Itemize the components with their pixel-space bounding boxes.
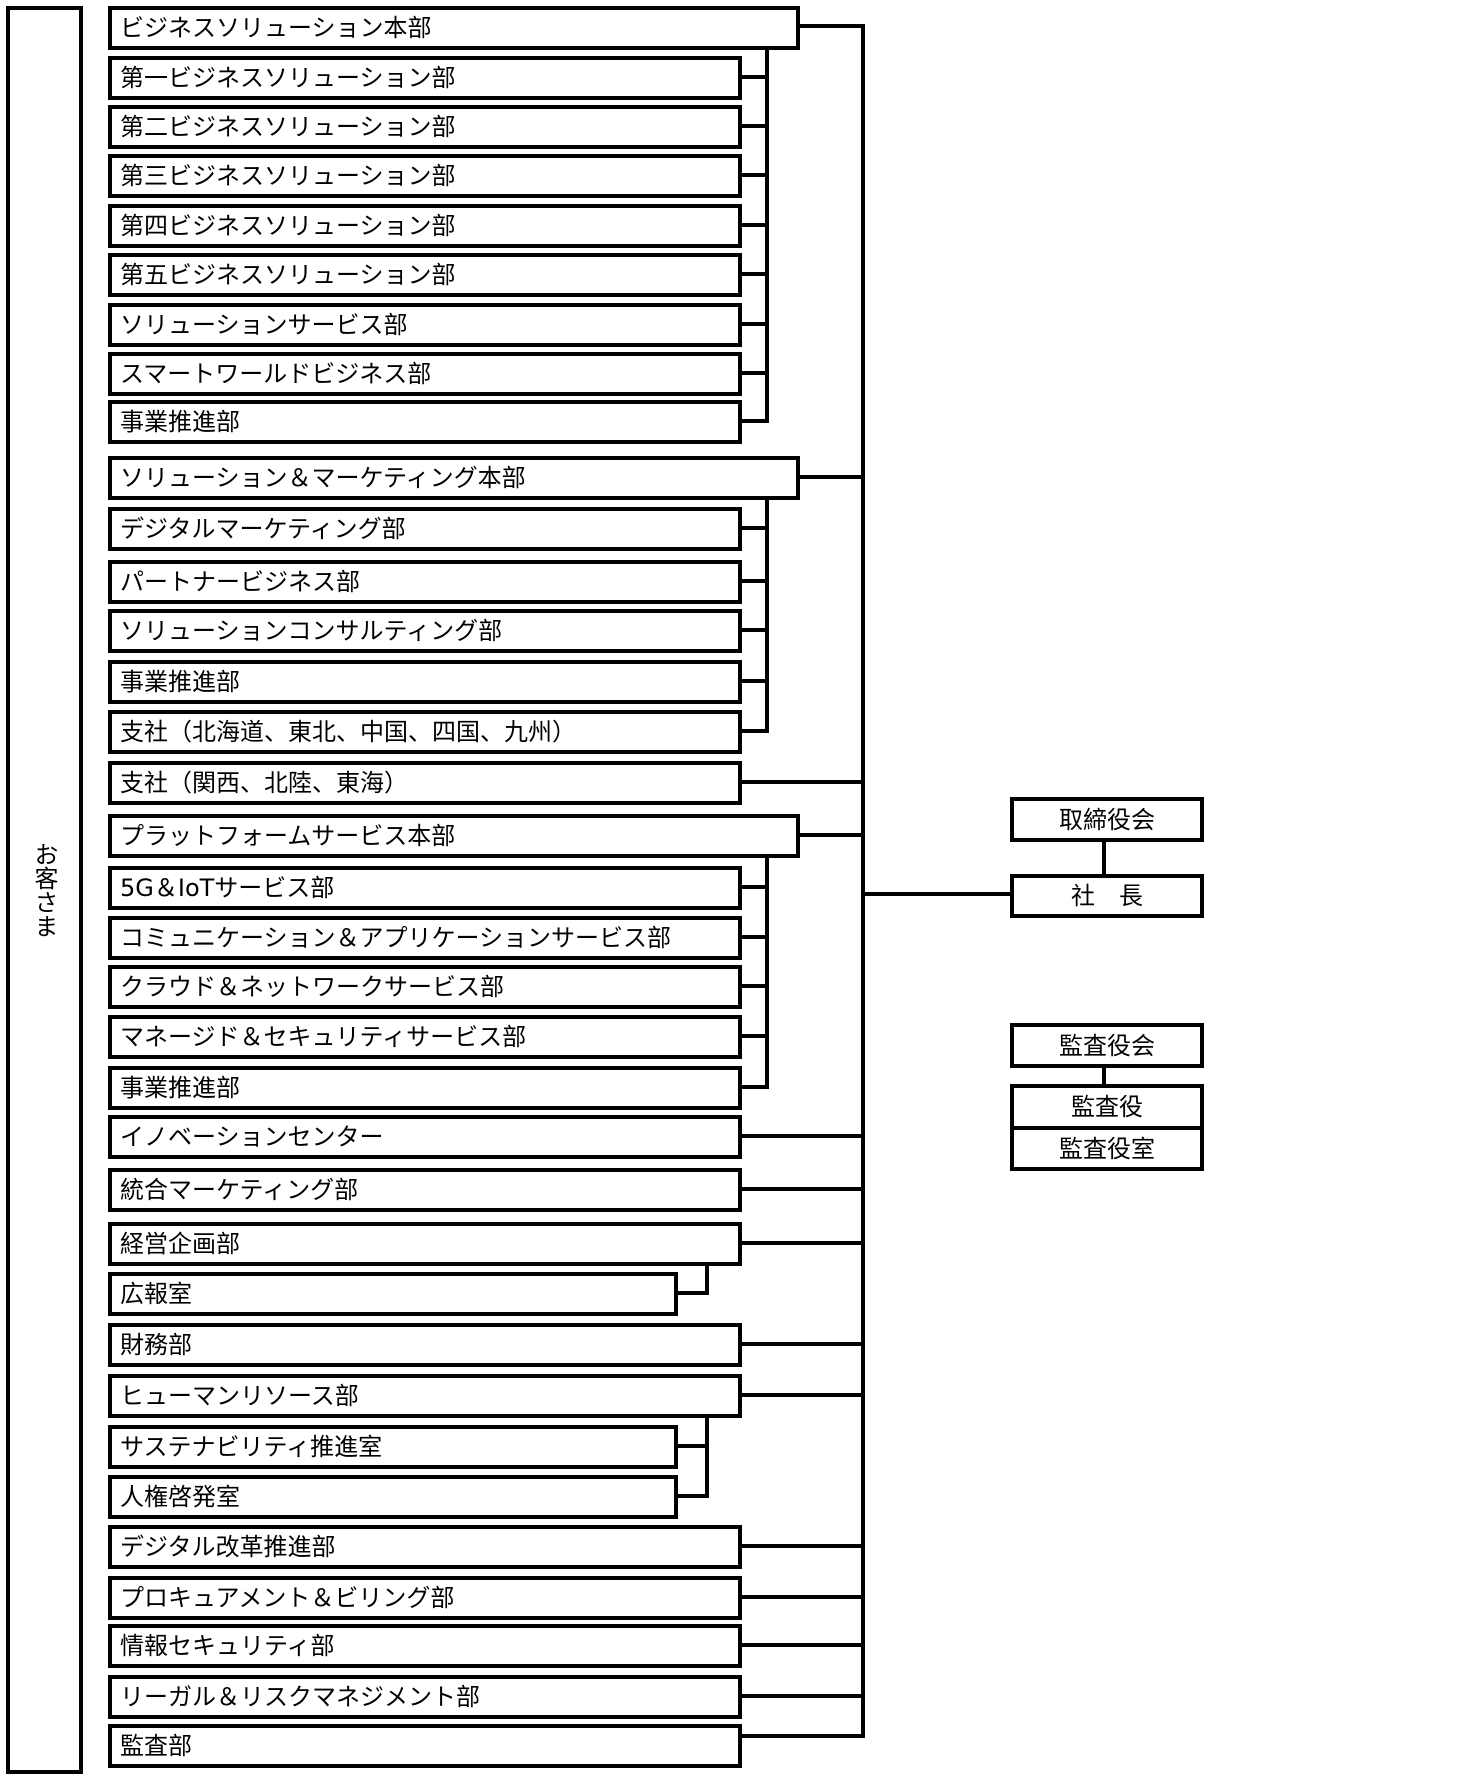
department-box: デジタルマーケティング部 (108, 507, 742, 551)
department-box: 第四ビジネスソリューション部 (108, 204, 742, 248)
department-box: 第五ビジネスソリューション部 (108, 253, 742, 297)
department-box: 5G＆IoTサービス部 (108, 866, 742, 910)
department-box: イノベーションセンター (108, 1115, 742, 1159)
department-box: 統合マーケティング部 (108, 1168, 742, 1212)
department-box: デジタル改革推進部 (108, 1525, 742, 1569)
department-box: 財務部 (108, 1323, 742, 1367)
department-box: マネージド＆セキュリティサービス部 (108, 1015, 742, 1059)
department-box: 情報セキュリティ部 (108, 1624, 742, 1668)
board-of-directors-box: 取締役会 (1010, 797, 1204, 842)
department-box: ソリューションサービス部 (108, 303, 742, 347)
department-box: 第二ビジネスソリューション部 (108, 105, 742, 149)
department-box: 事業推進部 (108, 400, 742, 444)
department-box: 支社（北海道、東北、中国、四国、九州） (108, 710, 742, 754)
auditor-box: 監査役 (1010, 1084, 1204, 1130)
department-box: 監査部 (108, 1724, 742, 1768)
customer-label: お客さま (30, 842, 58, 938)
office-box: 広報室 (108, 1272, 678, 1316)
department-box: 事業推進部 (108, 660, 742, 704)
department-box: ヒューマンリソース部 (108, 1374, 742, 1418)
president-box: 社 長 (1010, 874, 1204, 918)
department-box: パートナービジネス部 (108, 560, 742, 604)
branch-box: 支社（関西、北陸、東海） (108, 761, 742, 805)
department-box: プロキュアメント＆ビリング部 (108, 1576, 742, 1620)
office-box: サステナビリティ推進室 (108, 1425, 678, 1469)
division-box: ソリューション＆マーケティング本部 (108, 456, 800, 500)
division-box: プラットフォームサービス本部 (108, 814, 800, 858)
department-box: スマートワールドビジネス部 (108, 352, 742, 396)
audit-board-box: 監査役会 (1010, 1023, 1204, 1068)
department-box: 第三ビジネスソリューション部 (108, 154, 742, 198)
office-box: 人権啓発室 (108, 1475, 678, 1519)
customer-box: お客さま (6, 6, 83, 1774)
department-box: 事業推進部 (108, 1066, 742, 1110)
department-box: リーガル＆リスクマネジメント部 (108, 1675, 742, 1719)
department-box: ソリューションコンサルティング部 (108, 609, 742, 653)
department-box: コミュニケーション＆アプリケーションサービス部 (108, 916, 742, 960)
department-box: 経営企画部 (108, 1222, 742, 1266)
division-box: ビジネスソリューション本部 (108, 6, 800, 50)
auditor-office-box: 監査役室 (1010, 1126, 1204, 1171)
department-box: 第一ビジネスソリューション部 (108, 56, 742, 100)
department-box: クラウド＆ネットワークサービス部 (108, 965, 742, 1009)
